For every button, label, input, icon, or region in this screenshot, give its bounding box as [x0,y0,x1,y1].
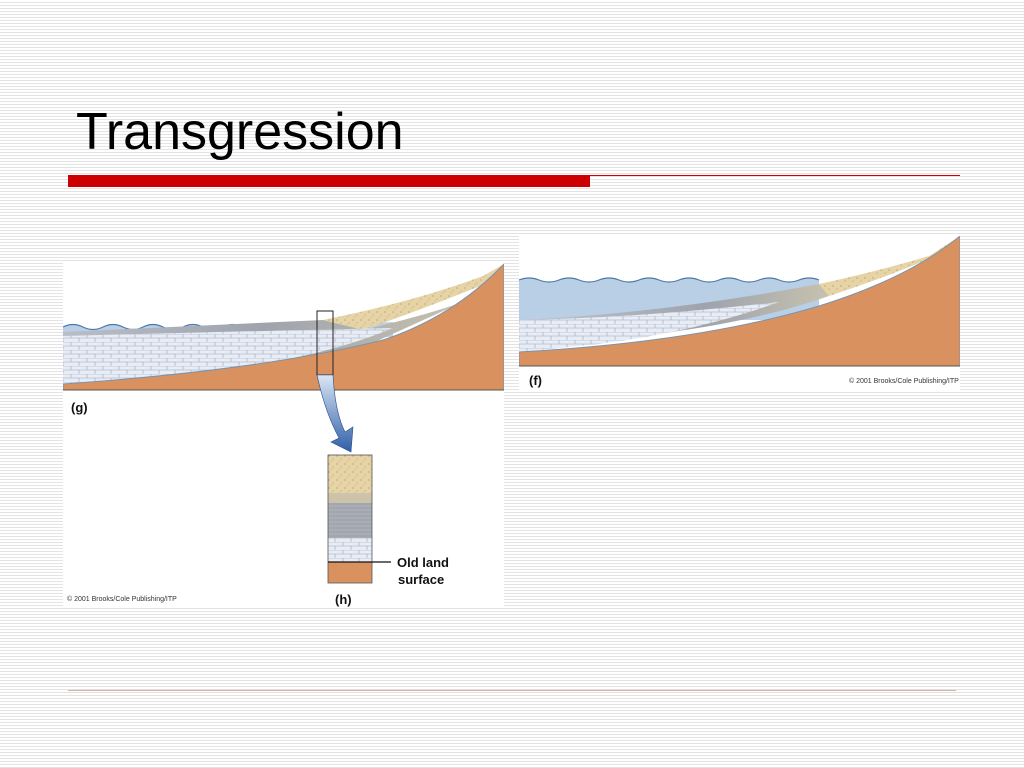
callout-line-1: Old land [397,555,449,570]
figure-f-diagram [519,236,960,367]
figure-g-diagram [63,263,504,584]
footer-divider [68,690,956,691]
figure-g-panel: (g) © 2001 Brooks/Cole Publishing/ITP (h… [63,262,504,608]
limestone-layer [63,328,393,384]
figure-h-label: (h) [335,592,352,607]
callout-line-2: surface [398,572,445,587]
figure-g-label: (g) [71,400,88,415]
title-accent-line [590,175,960,176]
figure-f-copyright: © 2001 Brooks/Cole Publishing/ITP [849,378,959,385]
core-arrow [316,374,354,453]
core-column [327,454,391,584]
land-wedge-f [519,236,960,367]
limestone-layer-f [519,302,779,352]
figure-g-copyright: © 2001 Brooks/Cole Publishing/ITP [67,596,177,603]
slide-title: Transgression [76,103,404,161]
figure-f-panel: (f) © 2001 Brooks/Cole Publishing/ITP [519,236,960,391]
sand-layer-f [819,236,960,296]
figure-f-label: (f) [529,373,542,388]
title-accent-bar [68,175,590,187]
sand-layer [323,264,504,330]
land-wedge [63,263,504,391]
old-land-surface-callout: Old land surface [397,554,449,588]
